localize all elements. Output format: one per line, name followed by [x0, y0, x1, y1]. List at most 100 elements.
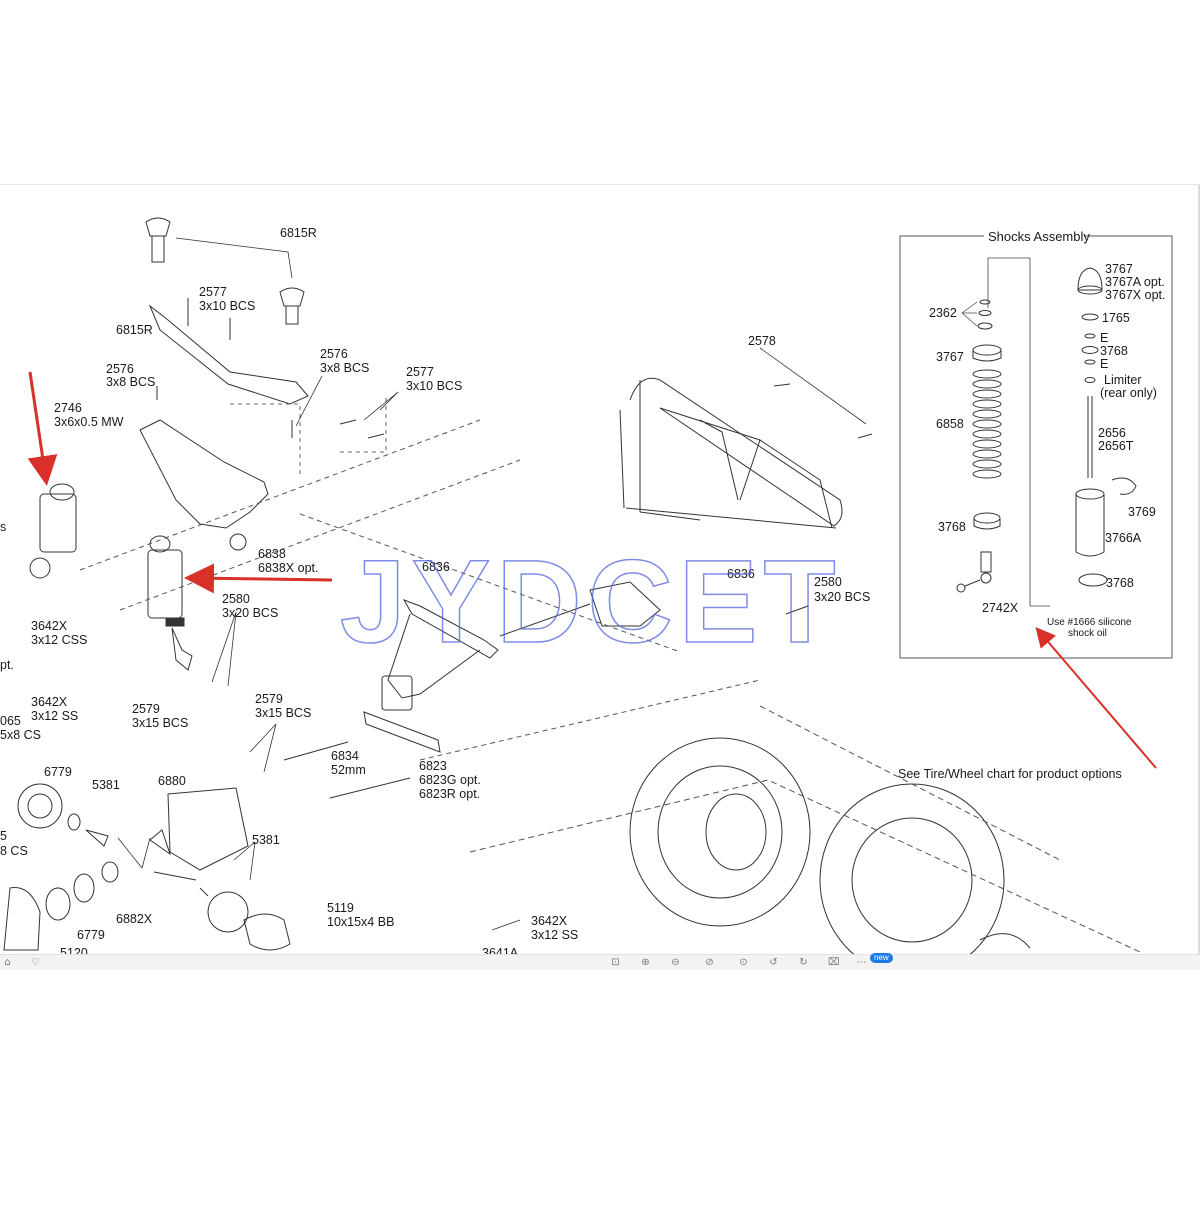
new-badge: new — [870, 953, 893, 963]
label-3642x-c: 3642X — [531, 914, 568, 928]
label-6779-b: 6779 — [77, 928, 105, 942]
label-3x20-bcs-a: 3x20 BCS — [222, 606, 278, 620]
viewer-toolbar: ⌂ ♡ ⊡ ⊕ ⊖ ⊘ ⊙ ↺ ↻ ⌧ ⋯ — [0, 954, 1200, 971]
label-2577-a: 2577 — [199, 285, 227, 299]
exploded-parts-diagram: Shocks Assembly — [0, 185, 1200, 977]
label-6838: 6838 — [258, 547, 286, 561]
label-5381-b: 5381 — [252, 833, 280, 847]
label-6815r-top: 6815R — [280, 226, 317, 240]
label-2578: 2578 — [748, 334, 776, 348]
shocks-assembly-box: Shocks Assembly — [899, 228, 1173, 659]
label-6836-a: 6836 — [422, 560, 450, 574]
label-6823g: 6823G opt. — [419, 773, 481, 787]
main-diagram-lineart — [3, 217, 1141, 977]
label-cut-5: 5 — [0, 829, 7, 843]
heart-icon[interactable]: ♡ — [31, 957, 40, 968]
label-2579-b: 2579 — [255, 692, 283, 706]
shock-part-3766a: 3766A — [1105, 531, 1142, 545]
label-6823: 6823 — [419, 759, 447, 773]
shock-part-3768-piston: 3768 — [1100, 344, 1128, 358]
shock-part-3768-left: 3768 — [938, 520, 966, 534]
label-6815r-left: 6815R — [116, 323, 153, 337]
delete-icon[interactable]: ⌧ — [828, 957, 840, 968]
label-2579-a: 2579 — [132, 702, 160, 716]
shock-oil-note-line2: shock oil — [1068, 628, 1107, 639]
shock-part-3767-right: 3767 — [1105, 262, 1133, 276]
label-6823r: 6823R opt. — [419, 787, 480, 801]
watermark-text: JYDCET — [340, 536, 842, 668]
label-6779-a: 6779 — [44, 765, 72, 779]
shock-part-3767a: 3767A opt. — [1105, 275, 1165, 289]
label-cut-s: s — [0, 520, 6, 534]
label-3x15-bcs-b: 3x15 BCS — [255, 706, 311, 720]
label-3x12-ss-a: 3x12 SS — [31, 709, 78, 723]
red-annotation-arrows — [27, 371, 1157, 769]
red-arrow-middle-shock — [184, 563, 333, 594]
red-arrow-left-shock — [27, 371, 58, 486]
label-2576-b: 2576 — [320, 347, 348, 361]
shock-part-2742x: 2742X — [982, 601, 1019, 615]
more-icon[interactable]: ⋯ — [856, 957, 867, 968]
red-arrow-oil-note — [1035, 626, 1157, 769]
shock-part-limiter-note: (rear only) — [1100, 386, 1157, 400]
shock-part-1765: 1765 — [1102, 311, 1130, 325]
label-6836-b: 6836 — [727, 567, 755, 581]
label-5381-a: 5381 — [92, 778, 120, 792]
shock-part-3767: 3767 — [936, 350, 964, 364]
tire-wheel-note: See Tire/Wheel chart for product options — [898, 767, 1122, 781]
label-2577-b: 2577 — [406, 365, 434, 379]
label-3x15-bcs-a: 3x15 BCS — [132, 716, 188, 730]
label-2746: 2746 — [54, 401, 82, 415]
label-2580-b: 2580 — [814, 575, 842, 589]
label-52mm: 52mm — [331, 763, 366, 777]
shocks-box-title: Shocks Assembly — [988, 229, 1090, 244]
crop-icon[interactable]: ⊡ — [611, 957, 620, 968]
shock-part-3769: 3769 — [1128, 505, 1156, 519]
home-icon[interactable]: ⌂ — [4, 957, 11, 968]
part-labels: 6815R 2577 3x10 BCS 6815R 2576 3x8 BCS 2… — [0, 226, 1122, 960]
label-3642x-b: 3642X — [31, 695, 68, 709]
label-3x12-css: 3x12 CSS — [31, 633, 87, 647]
shock-oil-note-line1: Use #1666 silicone — [1047, 617, 1132, 628]
top-blank-area — [0, 0, 1200, 184]
label-6838x: 6838X opt. — [258, 561, 318, 575]
label-3x10-bcs-a: 3x10 BCS — [199, 299, 255, 313]
shock-part-3767x: 3767X opt. — [1105, 288, 1165, 302]
label-6880: 6880 — [158, 774, 186, 788]
shock-part-3768-seal: 3768 — [1106, 576, 1134, 590]
label-cut-065: 065 — [0, 714, 21, 728]
shock-part-6858: 6858 — [936, 417, 964, 431]
label-6882x: 6882X — [116, 912, 153, 926]
label-3642x-a: 3642X — [31, 619, 68, 633]
label-3x8-bcs-b: 3x8 BCS — [320, 361, 369, 375]
label-3x20-bcs-b: 3x20 BCS — [814, 590, 870, 604]
label-2576-a: 2576 — [106, 362, 134, 376]
label-6834: 6834 — [331, 749, 359, 763]
shock-body-stack — [1075, 267, 1137, 587]
label-3x8-bcs-a: 3x8 BCS — [106, 375, 155, 389]
zoom-in-icon[interactable]: ⊕ — [641, 957, 650, 968]
label-3x6-mw: 3x6x0.5 MW — [54, 415, 124, 429]
shock-part-2656t: 2656T — [1098, 439, 1134, 453]
shock-part-limiter: Limiter — [1104, 373, 1142, 387]
shock-part-2362: 2362 — [929, 306, 957, 320]
shock-part-e-clip-1: E — [1100, 331, 1108, 345]
page-separator — [0, 184, 1200, 185]
shock-part-2656: 2656 — [1098, 426, 1126, 440]
label-3x12-ss-b: 3x12 SS — [531, 928, 578, 942]
rotate-right-icon[interactable]: ↻ — [799, 957, 808, 968]
shock-spring-stack — [956, 299, 1002, 593]
label-2580-a: 2580 — [222, 592, 250, 606]
label-cut-opt: pt. — [0, 658, 14, 672]
fit-icon[interactable]: ⊘ — [705, 957, 714, 968]
zoom-out-icon[interactable]: ⊖ — [671, 957, 680, 968]
label-cut-5x8-cs: 5x8 CS — [0, 728, 41, 742]
diagram-canvas: Shocks Assembly — [0, 217, 1173, 977]
bottom-blank-area — [0, 970, 1200, 1208]
shock-part-e-clip-2: E — [1100, 357, 1108, 371]
label-5119: 5119 — [327, 901, 354, 915]
label-cut-8-cs: 8 CS — [0, 844, 28, 858]
rotate-left-icon[interactable]: ↺ — [769, 957, 778, 968]
label-10x15x4-bb: 10x15x4 BB — [327, 915, 394, 929]
search-icon[interactable]: ⊙ — [739, 957, 748, 968]
